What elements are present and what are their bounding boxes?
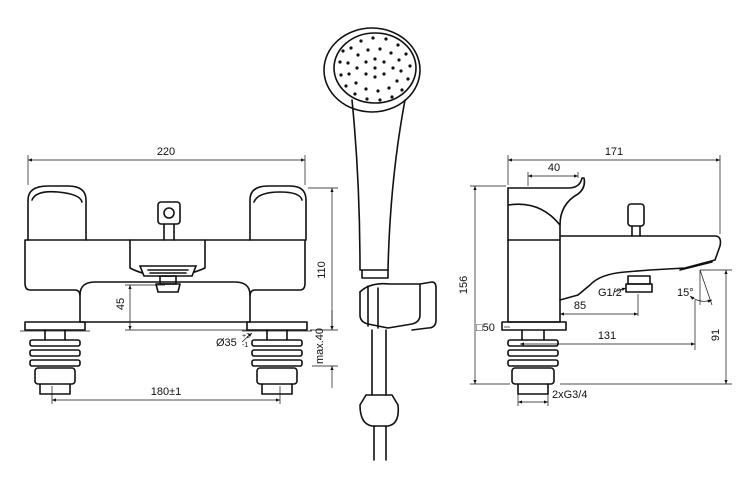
side-tail-thread: 2xG3/4 xyxy=(552,389,587,401)
front-deck-dim: max.40 xyxy=(314,328,326,364)
side-base-dim: 91 xyxy=(710,329,722,341)
side-outlet-dim: 85 xyxy=(574,300,586,312)
front-width-dim: 220 xyxy=(157,146,175,158)
side-hole-dim: □50 xyxy=(476,322,495,334)
side-view: 171 40 156 G1/2 85 15° □50 131 91 xyxy=(458,146,732,406)
side-angle-dim: 15° xyxy=(677,287,694,299)
front-centres-dim: 180±1 xyxy=(151,386,182,398)
hand-shower xyxy=(323,27,437,461)
front-hole-dim: Ø35 xyxy=(216,337,237,349)
front-hole-tol-lower: -1 xyxy=(242,342,248,349)
side-spout-dim: 131 xyxy=(598,330,616,342)
shower-head-nozzles xyxy=(338,36,412,102)
side-handle-dim: 40 xyxy=(548,162,560,174)
front-view: 220 110 45 Ø35 +2 -1 max.40 180±1 xyxy=(20,146,338,404)
side-outlet-thread: G1/2 xyxy=(598,287,622,299)
front-spout-dim: 45 xyxy=(115,298,127,310)
side-height-dim: 156 xyxy=(458,276,470,294)
side-depth-dim: 171 xyxy=(605,146,623,158)
front-height-dim: 110 xyxy=(316,261,328,279)
front-hole-tol-upper: +2 xyxy=(242,333,250,340)
